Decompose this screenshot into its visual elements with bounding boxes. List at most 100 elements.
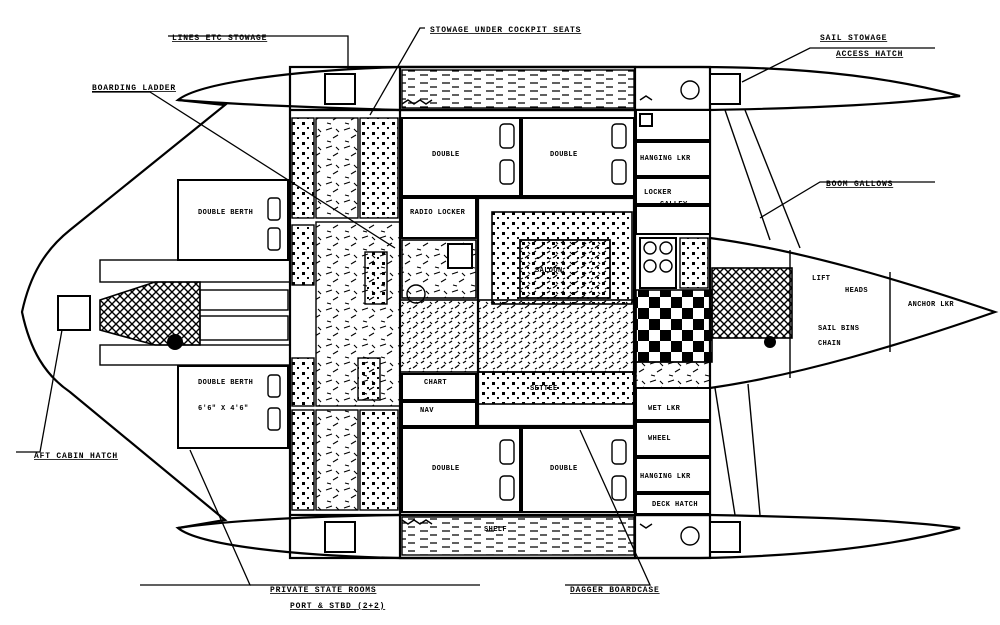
label-double-berth-top: DOUBLE BERTH (198, 209, 253, 217)
callout-boom-gallows: BOOM GALLOWS (826, 180, 893, 189)
label-hanging-locker-top: HANGING LKR (640, 155, 691, 163)
label-wheel: WHEEL (648, 435, 671, 443)
cockpit-seat-mid-a (291, 224, 315, 286)
chart-box (447, 243, 473, 269)
label-deck-hatch: DECK HATCH (652, 501, 698, 509)
aft-trampoline (99, 281, 201, 346)
fwd-trampoline (711, 267, 793, 339)
label-settee: SETTEE (530, 385, 558, 393)
callout-boarding-ladder: BOARDING LADDER (92, 84, 176, 93)
fwd-step (635, 361, 711, 389)
hanging-locker-bottom-box (635, 457, 711, 493)
hatch-stbd-aft (324, 521, 356, 553)
label-chain: CHAIN (818, 340, 841, 348)
pillow-12 (611, 475, 627, 501)
label-double-berth-bottom: DOUBLE BERTH (198, 379, 253, 387)
label-double-4: DOUBLE (550, 465, 578, 473)
label-lift: HEADS (845, 287, 868, 295)
cockpit-seat-stbd-fwd (359, 409, 399, 511)
winch-stbd (680, 526, 700, 546)
deck-zigzag-a (401, 95, 653, 105)
hatch-port-fwd (709, 73, 741, 105)
label-sail-bins: SAIL BINS (818, 325, 859, 333)
label-nav: NAV (420, 407, 434, 415)
cockpit-floor-stbd (315, 409, 359, 511)
hatch-stbd-fwd (709, 521, 741, 553)
saloon-floor (399, 299, 637, 373)
stbd-hull-stowage (401, 516, 635, 556)
label-double-berth-size: 6'6" X 4'6" (198, 405, 249, 413)
label-wet-locker: WET LKR (648, 405, 681, 413)
outer-hull-port (175, 65, 961, 112)
label-radio-locker: RADIO LOCKER (410, 209, 466, 217)
helm-seat (364, 251, 388, 305)
label-double-1: DOUBLE (432, 151, 460, 159)
cockpit-seat-port-fwd (359, 117, 399, 219)
aft-berth-stbd (177, 365, 289, 449)
nav-box-b (401, 401, 477, 427)
pillow-10 (499, 475, 515, 501)
label-anchor-locker: ANCHOR LKR (908, 301, 954, 309)
callout-port-stbd: PORT & STBD (2+2) (290, 602, 385, 611)
outer-hull-starboard (175, 513, 961, 560)
label-saloon: SALOON (535, 267, 563, 275)
label-double-2: DOUBLE (550, 151, 578, 159)
burner-3 (643, 259, 657, 273)
deck-zigzag-b (401, 519, 653, 529)
pillow-6 (499, 159, 515, 185)
radio-locker-box (401, 197, 477, 239)
fwd-locker-1-square (639, 113, 653, 127)
burner-2 (659, 241, 673, 255)
label-galley: GALLEY (660, 201, 688, 209)
hatch-port-aft (324, 73, 356, 105)
pillow-7 (611, 123, 627, 149)
helm-seat-b (357, 357, 381, 401)
aft-winch (167, 334, 183, 350)
pillow-11 (611, 439, 627, 465)
galley-stove (639, 237, 677, 289)
settee-lower (477, 371, 635, 405)
pillow-1 (267, 197, 281, 221)
aft-step-a (199, 289, 289, 311)
cockpit-seat-stbd-aft (291, 409, 315, 511)
compass (406, 284, 426, 304)
pillow-5 (499, 123, 515, 149)
callout-lines-stowage: LINES ETC STOWAGE (172, 34, 267, 43)
label-chart: CHART (424, 379, 447, 387)
aft-hatch-box (57, 295, 91, 331)
wet-locker-box (635, 387, 711, 421)
galley-counter (679, 237, 709, 289)
callout-leaders (16, 27, 935, 586)
pillow-4 (267, 407, 281, 431)
fwd-winch (764, 336, 776, 348)
pillow-3 (267, 374, 281, 398)
callout-daggerboard: DAGGER BOARDCASE (570, 586, 660, 595)
callout-stowage-under-seats: STOWAGE UNDER COCKPIT SEATS (430, 26, 581, 35)
burner-1 (643, 241, 657, 255)
winch-port (680, 80, 700, 100)
label-locker-top: LOCKER (644, 189, 672, 197)
locker-top-box (635, 177, 711, 205)
cockpit-seat-port-aft (291, 117, 315, 219)
pillow-9 (499, 439, 515, 465)
callout-aft-cabin-hatch: AFT CABIN HATCH (34, 452, 118, 461)
nav-box (401, 373, 477, 401)
hanging-locker-top-box (635, 141, 711, 177)
callout-access-hatch: ACCESS HATCH (836, 50, 903, 59)
fwd-box-8 (635, 493, 711, 515)
burner-4 (659, 259, 673, 273)
callout-sail-stowage: SAIL STOWAGE (820, 34, 887, 43)
cockpit-floor-port (315, 117, 359, 219)
galley-floor (635, 289, 713, 363)
cabin-double-2 (521, 117, 635, 197)
aft-step-port (99, 259, 291, 283)
label-heads: LIFT (812, 275, 830, 283)
saloon-table (519, 239, 611, 299)
cabin-double-4 (521, 427, 635, 513)
label-cockpit-shelf: SHELF (484, 526, 507, 534)
port-hull-stowage (401, 69, 635, 109)
aft-step-b (199, 315, 289, 341)
label-double-3: DOUBLE (432, 465, 460, 473)
pillow-2 (267, 227, 281, 251)
